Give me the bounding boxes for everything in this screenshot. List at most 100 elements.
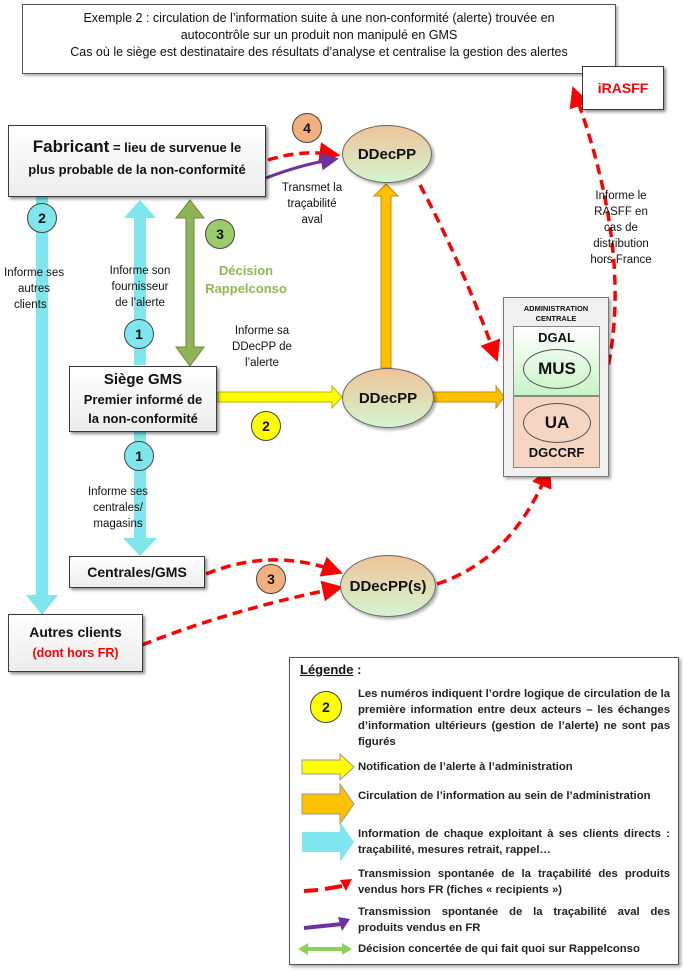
legend-item-transmission-hors-fr: Transmission spontanée de la traçabilité… — [358, 868, 670, 896]
step-number-text: 1 — [135, 326, 143, 342]
ddecpp-middle-label: DDecPP — [358, 389, 418, 407]
legend-orange-arrow-icon — [301, 782, 355, 826]
legend-purple-arrowhead — [338, 917, 350, 931]
node-autres-clients: Autres clients (dont hors FR) — [8, 614, 143, 672]
label-line: distribution — [593, 238, 649, 250]
purple-arrow-fabricant-to-ddecpp — [265, 152, 339, 180]
label-informe-fournisseur: Informe son fournisseur de l’alerte — [98, 263, 182, 311]
red-dashed-administration-to-irasff — [569, 86, 617, 381]
legend-item-numbers: Les numéros indiquent l’ordre logique de… — [358, 688, 670, 748]
red-dashed-ddecpp-to-administration — [418, 184, 501, 362]
label-line: de l’alerte — [115, 297, 165, 309]
red-dashed-fabricant-to-ddecpp — [267, 142, 341, 164]
dgal-section: DGAL MUS — [513, 326, 600, 396]
legend-green-double-arrow-icon — [298, 943, 352, 955]
step-number-1-cyan-lower: 1 — [124, 441, 154, 471]
label-line: Rappelconso — [205, 281, 287, 296]
irasff-label: iRASFF — [597, 80, 649, 96]
step-number-1-cyan-upper: 1 — [124, 319, 154, 349]
legend-item-transmission-fr: Transmission spontanée de la traçabilité… — [358, 906, 670, 934]
label-line: fournisseur — [111, 281, 169, 293]
legend-symbols — [298, 752, 355, 955]
mus-ellipse: MUS — [523, 349, 591, 389]
legend-red-dashed-arrow-icon — [303, 884, 343, 893]
legend-number-text: 2 — [322, 699, 330, 715]
mus-label: MUS — [538, 359, 576, 378]
red-dashed-autres-to-ddecpps — [141, 580, 344, 647]
label-line: traçabilité — [287, 198, 337, 210]
autres-clients-sublabel: (dont hors FR) — [32, 646, 119, 660]
admin-title-line-1: ADMINISTRATION — [523, 304, 589, 313]
node-siege-gms: Siège GMS Premier informé de la non-conf… — [69, 366, 217, 432]
siege-line-3: la non-conformité — [88, 411, 198, 426]
label-line: hors France — [590, 254, 652, 266]
siege-line-2: Premier informé de — [83, 392, 203, 407]
ddecpp-top-label: DDecPP — [357, 145, 417, 163]
legend-red-arrowhead — [340, 879, 352, 891]
label-line: Décision — [218, 263, 274, 278]
fabricant-desc: = lieu de survenue le — [109, 140, 242, 155]
label-informe-centrales: Informe ses centrales/ magasins — [80, 484, 156, 532]
centrales-label: Centrales/GMS — [87, 564, 187, 580]
label-line: autres — [18, 283, 50, 295]
node-centrales-gms: Centrales/GMS — [69, 556, 205, 588]
label-line: cas de — [604, 222, 638, 234]
legend-item-circulation: Circulation de l’information au sein de … — [358, 790, 651, 802]
ddecpps-label: DDecPP(s) — [349, 577, 427, 595]
step-number-text: 2 — [38, 210, 46, 226]
green-double-arrow-decision — [174, 199, 206, 367]
ua-ellipse: UA — [523, 403, 591, 443]
label-line: RASFF en — [594, 206, 648, 218]
title-line-2: autocontrôle sur un produit non manipulé… — [180, 28, 458, 42]
step-number-3-green: 3 — [205, 219, 235, 249]
step-number-text: 1 — [135, 448, 143, 464]
label-line: Informe son — [109, 265, 171, 277]
legend-purple-arrow-icon — [303, 922, 343, 930]
ua-label: UA — [544, 413, 570, 432]
step-number-2-yellow: 2 — [251, 411, 281, 441]
node-fabricant: Fabricant = lieu de survenue le plus pro… — [8, 125, 266, 197]
orange-arrow-to-ddecpp-top — [372, 183, 400, 369]
step-number-text: 2 — [262, 418, 270, 434]
admin-title-line-2: CENTRALE — [535, 314, 577, 323]
label-line: l’alerte — [245, 357, 279, 369]
node-ddecpps: DDecPP(s) — [340, 555, 436, 617]
legend-item-decision-rappelconso: Décision concertée de qui fait quoi sur … — [358, 943, 640, 955]
step-number-text: 3 — [216, 226, 224, 242]
diagram-title-box: Exemple 2 : circulation de l’information… — [22, 4, 616, 74]
fabricant-desc-line2: plus probable de la non-conformité — [28, 162, 246, 177]
legend-title-text: Légende — [300, 662, 354, 677]
node-irasff: iRASFF — [582, 66, 664, 110]
legend-number-icon: 2 — [310, 691, 342, 723]
red-dashed-ddecpps-to-administration — [436, 466, 552, 586]
red-dashed-centrales-to-ddecpps — [205, 556, 343, 577]
dgccrf-section: UA DGCCRF — [513, 396, 600, 468]
label-line: Informe ses — [87, 486, 149, 498]
step-number-text: 3 — [267, 571, 275, 587]
step-number-2-cyan: 2 — [27, 203, 57, 233]
legend-item-notification: Notification de l’alerte à l’administrat… — [358, 761, 573, 773]
node-ddecpp-middle: DDecPP — [342, 368, 434, 428]
legend-title-suffix: : — [353, 662, 362, 677]
yellow-arrow-to-ddecpp — [217, 384, 343, 410]
label-line: DDecPP de — [232, 341, 292, 353]
label-line: magasins — [93, 518, 143, 530]
label-line: Transmet la — [281, 182, 343, 194]
title-line-3: Cas où le siège est destinataire des rés… — [70, 45, 568, 59]
label-line: Informe sa — [234, 325, 290, 337]
label-informe-rasff: Informe le RASFF en cas de distribution … — [585, 188, 657, 268]
label-line: clients — [14, 299, 47, 311]
step-number-4-orange: 4 — [292, 113, 322, 143]
label-informe-ddecpp: Informe sa DDecPP de l’alerte — [222, 323, 302, 371]
label-informe-autres-clients: Informe ses autres clients — [4, 265, 76, 313]
cyan-arrow-to-centrales — [123, 432, 157, 556]
step-number-3-orange: 3 — [256, 564, 286, 594]
dgal-label: DGAL — [538, 330, 575, 345]
label-line: centrales/ — [93, 502, 143, 514]
legend-item-information-clients: Information de chaque exploitant à ses c… — [358, 828, 670, 856]
label-line: Informe le — [595, 190, 647, 202]
label-line: aval — [301, 214, 323, 226]
cyan-arrow-to-autres-clients — [26, 190, 58, 615]
cyan-arrow-to-fabricant — [124, 200, 156, 365]
